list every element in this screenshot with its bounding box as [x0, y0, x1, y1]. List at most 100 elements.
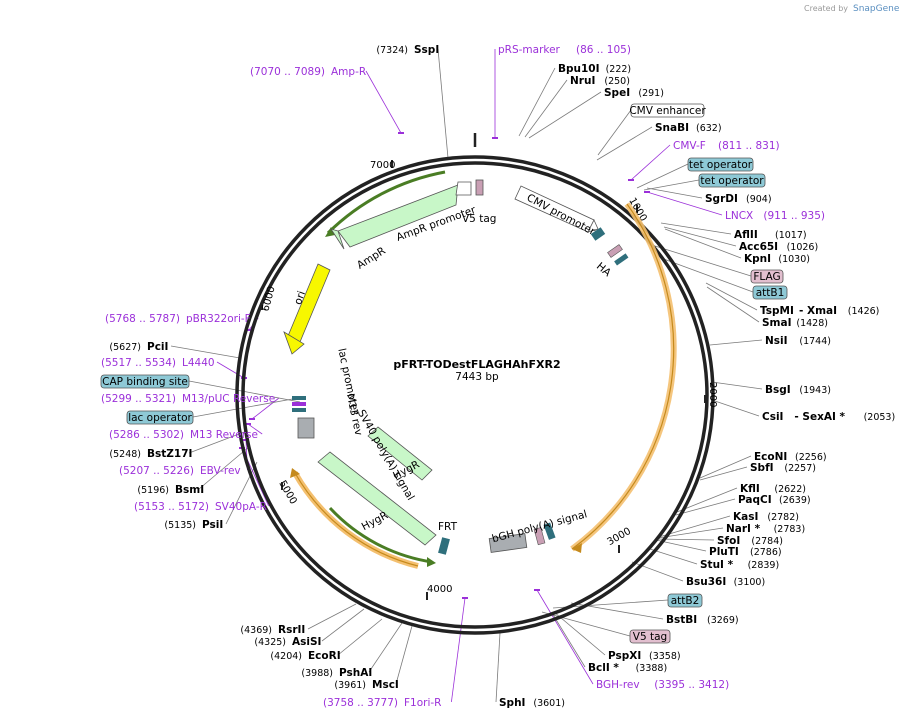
enzyme-msci: MscI	[372, 679, 399, 691]
connector-line	[368, 622, 403, 673]
connector-line	[643, 179, 700, 191]
label-connectors	[170, 48, 763, 703]
enzyme-nari: NarI *	[726, 523, 761, 535]
hygr-orf-arrow	[427, 557, 436, 567]
box-label-lacoperator: lac operator	[128, 412, 192, 424]
v5-tag-feature-right	[533, 527, 546, 546]
connector-line	[337, 618, 383, 656]
attb1-feature	[614, 253, 629, 266]
box-v5tag	[629, 629, 671, 644]
enzyme-position-spei: (291)	[638, 88, 664, 99]
box-capbindingsite	[100, 374, 190, 389]
label-hygr-lower: HygR	[360, 509, 390, 533]
orf-arrow-main	[572, 543, 582, 553]
enzyme-bcli: BclI *	[588, 662, 619, 674]
enzyme-position-acc65i: (1026)	[787, 242, 819, 253]
enzyme-stui: StuI *	[700, 559, 734, 571]
tet-operator-feature	[590, 227, 606, 241]
connector-line	[699, 455, 752, 479]
ampr-arrow	[337, 184, 459, 248]
backbone-outer	[235, 155, 715, 635]
primer-lncx: LNCX	[725, 210, 753, 222]
enzyme-kasi: KasI	[733, 511, 758, 523]
box-lacoperator	[126, 410, 194, 425]
sv40-poly-a-feature	[297, 417, 315, 439]
connector-line	[660, 257, 754, 293]
connector-line	[711, 381, 763, 390]
ampr-arrowhead	[330, 228, 345, 250]
enzyme-position-bsgi: (1943)	[799, 385, 831, 396]
enzyme-position-ecori: (4204)	[270, 651, 302, 662]
connector-line	[705, 282, 758, 311]
primer-range-sv40par: (5153 .. 5172)	[134, 501, 209, 513]
enzyme-bpu10i: Bpu10I	[558, 63, 600, 75]
flag-feature	[607, 244, 623, 258]
bgh-poly-a-feature	[488, 533, 528, 553]
plasmid-name: pFRT-TODestFLAGHAhFXR2	[393, 358, 560, 371]
enzyme-bstz17i: BstZ17I	[147, 448, 192, 460]
hygr-arrow-lower	[317, 451, 437, 546]
connector-line	[198, 445, 251, 490]
enzyme-position-pcii: (5627)	[109, 342, 141, 353]
enzyme-position-kfli: (2622)	[774, 484, 806, 495]
enzyme-bsmi: BsmI	[175, 484, 204, 496]
connector-line	[711, 399, 760, 417]
enzyme-position-rsrii: (4369)	[240, 625, 272, 636]
connector-line	[188, 430, 248, 454]
connector-line	[251, 397, 280, 420]
v5-tag-feature-left	[475, 179, 484, 196]
enzyme-econi: EcoNI	[754, 451, 787, 463]
box-tetoperator	[698, 173, 766, 188]
connector-line	[541, 611, 631, 637]
connector-line	[596, 126, 653, 161]
enzyme-position-kpni: (1030)	[778, 254, 810, 265]
label-ampr: AmpR	[355, 245, 388, 272]
primer-range-l4440: (5517 .. 5534)	[101, 357, 176, 369]
enzyme-bsu36i: Bsu36I	[686, 576, 726, 588]
enzyme-sgrdi: SgrDI	[705, 193, 738, 205]
attb2-feature	[543, 522, 556, 540]
connector-line	[321, 608, 365, 642]
connector-line	[524, 79, 568, 138]
box-label-capbindingsite: CAP binding site	[102, 376, 188, 388]
cap-feature	[292, 408, 306, 412]
enzyme-position-paqci: (2639)	[779, 495, 811, 506]
primer-range-bghrev: (3395 .. 3412)	[654, 679, 729, 691]
snapgene-logo: SnapGene	[853, 4, 900, 14]
connector-line	[676, 487, 738, 513]
enzyme-position-bsu36i: (3100)	[734, 577, 766, 588]
connector-line	[495, 632, 501, 703]
ampr-orf-arrow	[325, 227, 335, 237]
connector-line	[192, 397, 299, 418]
enzyme-position-sphi: (3601)	[533, 698, 565, 709]
box-attb1	[752, 285, 788, 300]
enzyme-kfli: KflI	[740, 483, 760, 495]
enzyme-position-sfoi: (2784)	[751, 536, 783, 547]
box-cmvenhancer	[630, 103, 705, 118]
connector-line	[699, 466, 748, 481]
enzyme-position-psii: (5135)	[164, 520, 196, 531]
connector-line	[551, 612, 586, 668]
connector-line	[536, 589, 594, 685]
box-label-attb1: attB1	[756, 287, 785, 299]
connector-line	[636, 163, 689, 189]
connector-line	[225, 461, 258, 525]
lac-operator-feature	[292, 396, 306, 400]
enzyme-position-sbfi: (2257)	[784, 463, 816, 474]
enzyme-acc65i: Acc65I	[739, 241, 778, 253]
enzyme-rsrii: RsrII	[278, 624, 305, 636]
enzyme-position-sgrdi: (904)	[746, 194, 772, 205]
box-label-v5tag: V5 tag	[633, 631, 667, 643]
ori-arrowhead	[283, 331, 305, 355]
orf-arrow-hygr	[290, 468, 300, 478]
enzyme-smai: SmaI	[762, 317, 792, 329]
hygr-arrow-upper	[367, 426, 433, 481]
enzyme-position-bstz17i: (5248)	[109, 449, 141, 460]
primer-l4440: L4440	[182, 357, 215, 369]
enzyme-position-bpu10i: (222)	[606, 64, 632, 75]
tick-label: 7000	[370, 160, 395, 171]
box-attb2	[667, 593, 703, 608]
box-flag	[750, 269, 784, 284]
enzyme-tspmi: TspMI	[760, 305, 794, 317]
